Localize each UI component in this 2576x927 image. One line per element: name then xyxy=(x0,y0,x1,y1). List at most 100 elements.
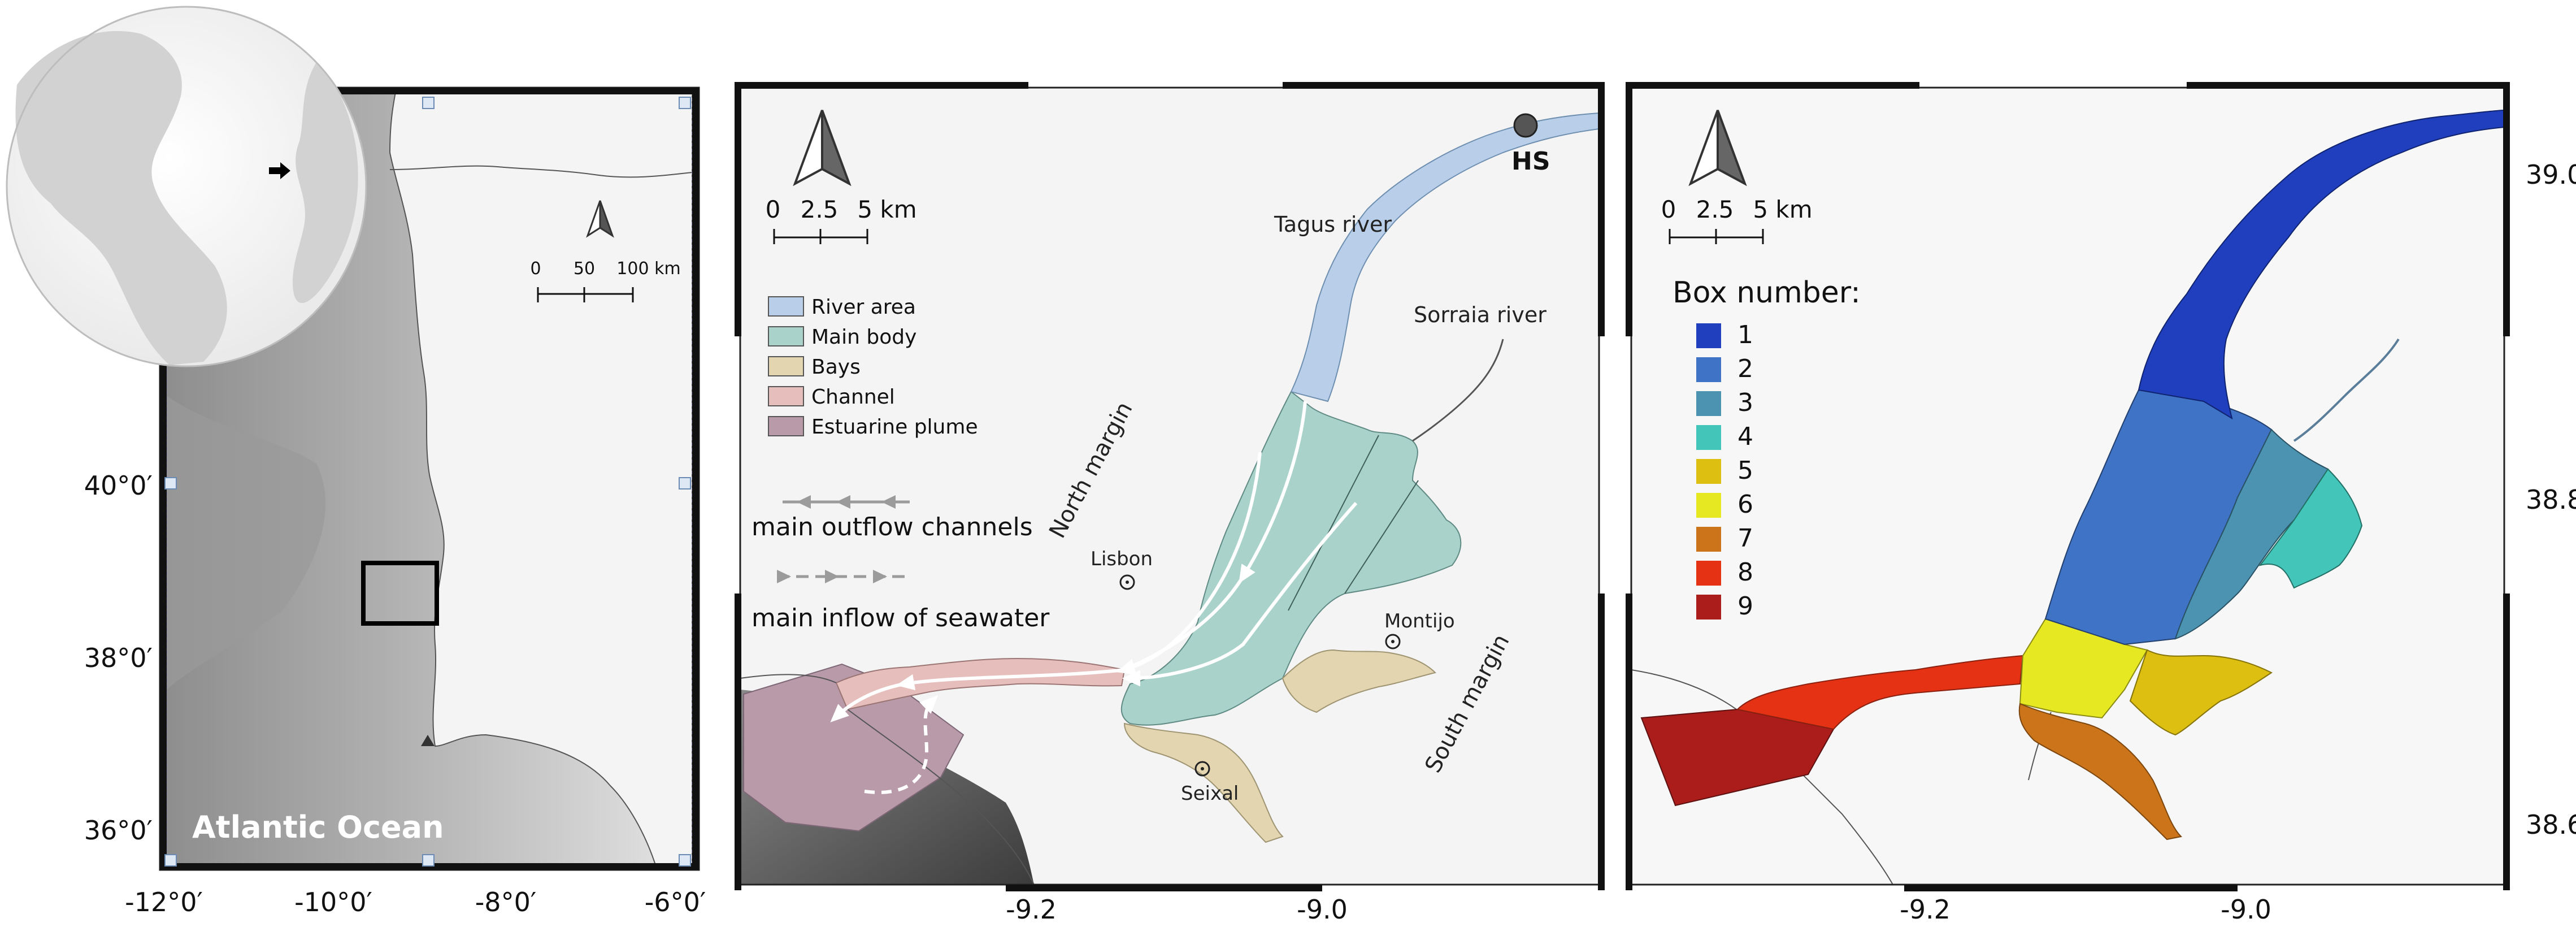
panel-a-handle xyxy=(164,854,177,867)
panel-a-right-bar xyxy=(692,88,699,870)
panel-c-left-bar-lower xyxy=(1626,594,1632,890)
lisbon-label: Lisbon xyxy=(1091,548,1153,570)
box-8 xyxy=(1736,655,2024,730)
panel-b-bottom-bar xyxy=(1006,885,1322,891)
panel-b-left-bar-lower xyxy=(735,594,741,890)
panel-b-inflow-arrow xyxy=(864,695,939,794)
legend-label: Main body xyxy=(811,326,916,349)
legend-swatch-box-3 xyxy=(1696,391,1721,416)
panel-a-north-coast xyxy=(389,165,692,178)
panel-a-handle xyxy=(422,854,435,867)
globe-location-arrow-icon xyxy=(269,162,290,179)
panel-b-river-area xyxy=(1290,112,1599,402)
box-7 xyxy=(2018,703,2183,841)
panel-a-locator-map: 0 50 100 km Atlantic Ocean 40°0′ 38°0′ 3… xyxy=(6,6,706,917)
panel-a-handle xyxy=(164,477,177,490)
legend-box-number: 2 xyxy=(1737,354,1753,383)
panel-b-top-bar-right xyxy=(1283,82,1605,89)
legend-box-number: 6 xyxy=(1737,490,1753,519)
panel-b-right-bar-lower xyxy=(1598,594,1605,890)
panel-c-sorraia-river xyxy=(2293,338,2400,442)
globe-europe-africa xyxy=(292,62,358,304)
panel-c-bottom-bar xyxy=(1904,885,2238,891)
legend-swatch-box-6 xyxy=(1696,493,1721,518)
legend-label: Bays xyxy=(811,356,861,379)
lisbon-marker xyxy=(1119,574,1135,590)
legend-box-number: 3 xyxy=(1737,388,1753,417)
panel-b-left-bar xyxy=(735,82,741,336)
panel-a-ocean-label: Atlantic Ocean xyxy=(192,809,444,845)
panel-b-sorraia-river xyxy=(1412,339,1504,442)
panel-b-zone-divider xyxy=(1288,435,1419,611)
box-9 xyxy=(1640,708,1835,807)
tagus-river-label: Tagus river xyxy=(1274,212,1392,237)
panel-a-lon-label: -10°0′ xyxy=(294,887,372,917)
panel-a-scale-label: 0 xyxy=(530,259,541,279)
panel-b-scale-label: 2.5 xyxy=(801,196,839,223)
legend-line-label: main inflow of seawater xyxy=(751,604,1050,633)
panel-b-scale-label: 0 xyxy=(766,196,781,223)
panel-a-land xyxy=(389,92,692,865)
panel-a-north-arrow xyxy=(586,200,614,238)
sorraia-river-label: Sorraia river xyxy=(1414,302,1547,327)
panel-b-line-legend: main outflow channels main inflow of sea… xyxy=(751,495,1050,633)
legend-box-number: 9 xyxy=(1737,592,1753,621)
legend-arrow-icon xyxy=(797,495,896,509)
panel-a-lon-label: -6°0′ xyxy=(645,887,706,917)
panel-a-lat-label: 36°0′ xyxy=(84,815,153,846)
panel-c-scale-label: 5 km xyxy=(1753,196,1812,223)
legend-swatch-box-4 xyxy=(1696,425,1721,450)
seixal-marker xyxy=(1194,761,1210,777)
panel-a-handle xyxy=(679,854,691,867)
panel-a-lon-label: -8°0′ xyxy=(475,887,537,917)
panel-a-lat-label: 38°0′ xyxy=(84,643,153,673)
globe-americas xyxy=(15,31,227,365)
panel-a-handle xyxy=(422,97,435,109)
legend-label: River area xyxy=(811,296,916,319)
montijo-marker xyxy=(1385,634,1401,649)
hs-station-marker xyxy=(1513,113,1538,138)
panel-c-lat-label: 38.6 xyxy=(2526,809,2576,840)
box-3 xyxy=(2174,428,2329,640)
panel-b-lon-label: -9.0 xyxy=(1297,894,1348,925)
panel-a-handle xyxy=(679,97,691,109)
panel-c-top-bar-right xyxy=(2187,82,2509,89)
legend-swatch-box-1 xyxy=(1696,323,1721,348)
panel-c-scale-bar xyxy=(1669,229,1764,244)
panel-c-lon-label: -9.2 xyxy=(1900,894,1951,925)
seixal-label: Seixal xyxy=(1181,782,1239,805)
panel-b-north-arrow xyxy=(793,110,852,187)
panel-b-estuary-zones-map: 0 2.5 5 km River area Main body Bays Cha… xyxy=(735,82,1605,925)
panel-c-lon-label: -9.0 xyxy=(2221,894,2271,925)
panel-c-scale-label: 0 xyxy=(1661,196,1676,223)
panel-c-lat-label: 38.8 xyxy=(2526,484,2576,515)
legend-swatch-channel xyxy=(768,386,804,406)
panel-a-handle xyxy=(679,477,691,490)
panel-a-study-area-box xyxy=(361,561,439,626)
legend-title: Box number: xyxy=(1673,276,1861,310)
legend-swatch-estuarine-plume xyxy=(768,416,804,436)
box-5 xyxy=(2129,649,2273,736)
panel-b-lon-label: -9.2 xyxy=(1006,894,1057,925)
panel-c-left-bar xyxy=(1626,82,1632,336)
panel-c-right-bar xyxy=(2503,82,2510,336)
panel-b-right-bar xyxy=(1598,82,1605,336)
box-4 xyxy=(2258,468,2363,589)
legend-swatch-bays xyxy=(768,356,804,376)
legend-box-number: 1 xyxy=(1737,320,1753,349)
legend-box-number: 5 xyxy=(1737,456,1753,485)
legend-swatch-box-9 xyxy=(1696,595,1721,620)
legend-label: Channel xyxy=(811,385,895,409)
panel-b-scale-label: 5 km xyxy=(857,196,916,223)
panel-c-box-model-map: 0 2.5 5 km Box number: 1 2 3 4 5 6 7 8 9… xyxy=(1626,82,2576,925)
panel-a-scale-bar xyxy=(537,287,634,302)
montijo-label: Montijo xyxy=(1384,610,1455,633)
legend-swatch-box-5 xyxy=(1696,459,1721,484)
panel-c-lat-label: 39.0 xyxy=(2526,159,2576,190)
panel-b-legend: River area Main body Bays Channel Estuar… xyxy=(768,296,978,439)
legend-box-number: 7 xyxy=(1737,524,1753,553)
panel-b-bays-seixal xyxy=(1123,722,1284,843)
panel-b-coastline xyxy=(740,674,1035,885)
legend-label: Estuarine plume xyxy=(811,415,978,439)
